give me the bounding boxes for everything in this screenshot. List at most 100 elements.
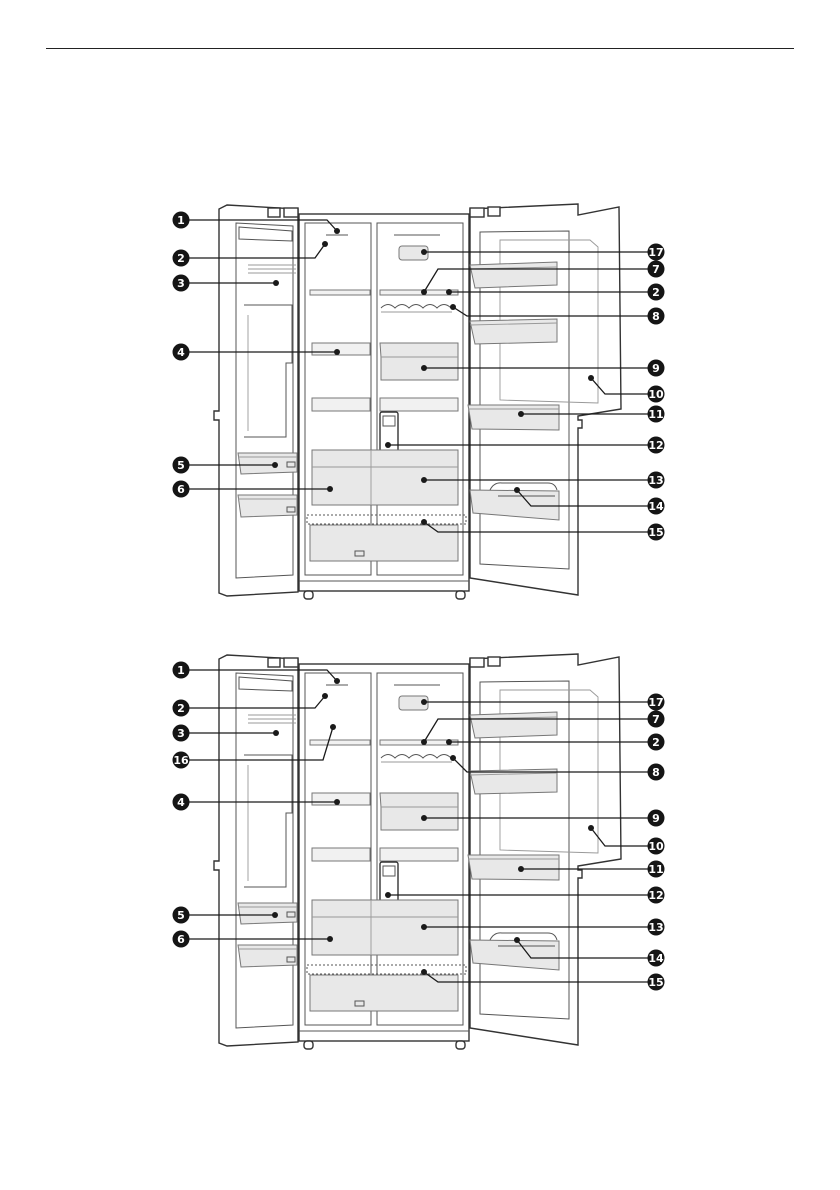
- callout-number: 14: [648, 952, 664, 965]
- callout-target-dot: [330, 724, 336, 730]
- callout-number: 10: [648, 388, 664, 401]
- callout-badge-6: 6: [173, 931, 190, 948]
- callout-badge-2: 2: [173, 700, 190, 717]
- callout-number: 13: [648, 921, 663, 934]
- callout-badge-17: 17: [648, 244, 665, 261]
- callout-badge-16: 16: [173, 752, 190, 769]
- callout-number: 15: [648, 976, 663, 989]
- callout-badge-4: 4: [173, 344, 190, 361]
- callout-target-dot: [421, 969, 427, 975]
- callout-target-dot: [514, 487, 520, 493]
- callout-target-dot: [385, 442, 391, 448]
- callout-number: 3: [177, 727, 185, 740]
- callout-target-dot: [385, 892, 391, 898]
- callout-number: 11: [648, 408, 663, 421]
- callout-target-dot: [421, 739, 427, 745]
- callout-target-dot: [446, 739, 452, 745]
- callout-target-dot: [273, 280, 279, 286]
- callout-number: 2: [652, 286, 660, 299]
- fridge-door-bin-2: [470, 319, 557, 344]
- callout-badge-1: 1: [173, 212, 190, 229]
- callout-badge-3: 3: [173, 275, 190, 292]
- callout-badge-13: 13: [648, 919, 665, 936]
- callout-target-dot: [334, 228, 340, 234]
- callout-badge-7: 7: [648, 711, 665, 728]
- fridge-door-bin-1: [470, 262, 557, 288]
- freezer-shelf-lower: [312, 848, 370, 861]
- callout-target-dot: [588, 375, 594, 381]
- callout-number: 10: [648, 840, 664, 853]
- callout-target-dot: [421, 924, 427, 930]
- fridge-body: [214, 654, 621, 1049]
- freezer-shelf-lower: [312, 398, 370, 411]
- callout-badge-2: 2: [648, 284, 665, 301]
- callout-number: 4: [177, 346, 185, 359]
- fridge-door-bin-1: [470, 712, 557, 738]
- freezer-door-bin-lower: [238, 495, 297, 517]
- callout-badge-2: 2: [648, 734, 665, 751]
- callout-number: 16: [173, 754, 189, 767]
- callout-number: 11: [648, 863, 663, 876]
- callout-target-dot: [272, 462, 278, 468]
- callout-target-dot: [327, 936, 333, 942]
- callout-number: 9: [652, 812, 660, 825]
- callout-number: 5: [177, 459, 185, 472]
- callout-target-dot: [327, 486, 333, 492]
- callout-number: 7: [652, 713, 660, 726]
- callout-number: 2: [177, 252, 185, 265]
- callout-badge-3: 3: [173, 725, 190, 742]
- callout-target-dot: [421, 519, 427, 525]
- callout-target-dot: [334, 799, 340, 805]
- callout-number: 14: [648, 500, 664, 513]
- callout-number: 6: [177, 483, 185, 496]
- callout-badge-14: 14: [648, 950, 665, 967]
- callout-target-dot: [588, 825, 594, 831]
- callout-target-dot: [450, 304, 456, 310]
- callout-badge-5: 5: [173, 907, 190, 924]
- fridge-shelf: [380, 398, 458, 411]
- callout-badge-9: 9: [648, 810, 665, 827]
- callout-number: 12: [648, 889, 663, 902]
- callout-target-dot: [272, 912, 278, 918]
- fridge-shelf-bin: [380, 793, 458, 830]
- freezer-door-bin-lower: [238, 945, 297, 967]
- callout-number: 5: [177, 909, 185, 922]
- fridge-body: [214, 204, 621, 599]
- fridge-door-bin-2: [470, 769, 557, 794]
- callout-target-dot: [322, 693, 328, 699]
- callout-badge-1: 1: [173, 662, 190, 679]
- callout-target-dot: [421, 815, 427, 821]
- callout-badge-8: 8: [648, 764, 665, 781]
- callout-badge-15: 15: [648, 524, 665, 541]
- callout-badge-8: 8: [648, 308, 665, 325]
- callout-badge-13: 13: [648, 472, 665, 489]
- callout-number: 6: [177, 933, 185, 946]
- callout-badge-9: 9: [648, 360, 665, 377]
- callout-number: 2: [652, 736, 660, 749]
- callout-target-dot: [421, 289, 427, 295]
- callout-target-dot: [446, 289, 452, 295]
- freezer-shelf-upper: [312, 793, 370, 805]
- callout-number: 15: [648, 526, 663, 539]
- callout-badge-12: 12: [648, 887, 665, 904]
- callout-badge-7: 7: [648, 261, 665, 278]
- callout-target-dot: [518, 866, 524, 872]
- callout-badge-11: 11: [648, 406, 665, 423]
- callout-target-dot: [334, 349, 340, 355]
- callout-target-dot: [334, 678, 340, 684]
- callout-badge-12: 12: [648, 437, 665, 454]
- callout-badge-10: 10: [648, 838, 665, 855]
- fridge-shelf-bin: [380, 343, 458, 380]
- callout-badge-14: 14: [648, 498, 665, 515]
- callout-badge-5: 5: [173, 457, 190, 474]
- callout-badge-17: 17: [648, 694, 665, 711]
- freezer-door: [214, 655, 298, 1046]
- drawer: [312, 450, 458, 505]
- freezer-door: [214, 205, 298, 596]
- callout-target-dot: [450, 755, 456, 761]
- callout-number: 12: [648, 439, 663, 452]
- callout-number: 2: [177, 702, 185, 715]
- callout-number: 1: [177, 664, 185, 677]
- fridge-diagram-bottom: 12316456177289101112131415: [0, 645, 840, 1065]
- callout-number: 17: [648, 246, 663, 259]
